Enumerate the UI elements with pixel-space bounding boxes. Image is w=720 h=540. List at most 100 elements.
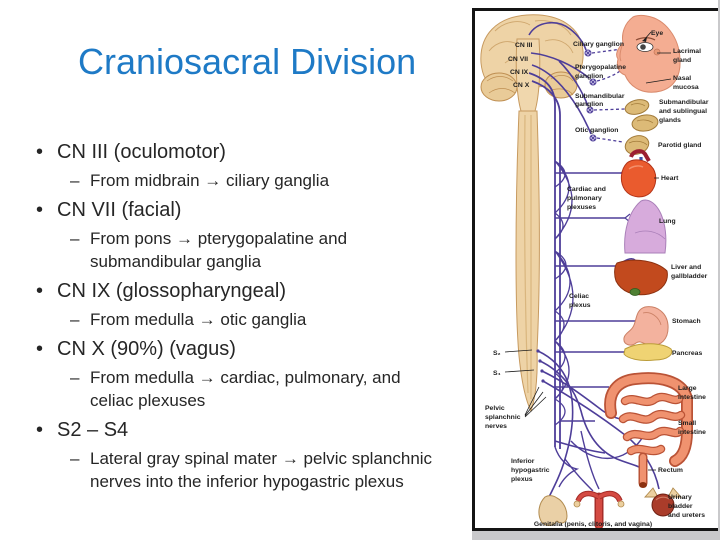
label-pelvic-nerves-2: splanchnic — [485, 414, 521, 421]
dash-icon: – — [70, 310, 80, 329]
submandibular-glands-illustration — [624, 99, 659, 132]
label-nasal-1: Nasal — [673, 75, 691, 82]
label-hypogastric-2: hypogastric — [511, 467, 550, 474]
gallbladder-illustration — [629, 288, 641, 296]
parasympathetic-diagram: CN III CN VII CN IX CN X Ciliary ganglio… — [480, 14, 709, 528]
intestines-illustration — [604, 372, 693, 467]
label-small-intestine-1: Small — [678, 420, 696, 427]
heart-illustration — [620, 149, 657, 198]
figure-bottom-edge — [472, 531, 720, 540]
bullet-icon: • — [36, 199, 44, 221]
bullet-label: S2 – S4 — [57, 419, 129, 441]
label-lacrimal-2: gland — [673, 57, 691, 64]
bullet-label: CN X (90%) (vagus) — [57, 338, 236, 360]
dash-icon: – — [70, 171, 80, 190]
face-illustration — [616, 14, 681, 93]
label-cn9: CN IX — [510, 69, 529, 76]
label-urinary-2: bladder — [668, 503, 693, 510]
label-pterygopalatine-2: ganglion — [575, 73, 603, 80]
page-title: Craniosacral Division — [78, 41, 417, 82]
bladder-illustration — [643, 487, 683, 517]
label-urinary-1: Urinary — [668, 494, 692, 501]
label-cardiac-plexus-3: plexuses — [567, 204, 596, 211]
label-lacrimal-1: Lacrimal — [673, 48, 701, 55]
pancreas-illustration — [623, 343, 673, 361]
label-cn10: CN X — [513, 82, 530, 89]
label-cardiac-plexus-1: Cardiac and — [567, 186, 606, 193]
sub-bullet-text: From pons → pterygopalatine and submandi… — [90, 229, 348, 271]
bullet-list: • CN III (oculomotor) – From midbrain → … — [36, 134, 478, 496]
label-rectum: Rectum — [658, 467, 683, 474]
label-pelvic-nerves-3: nerves — [485, 423, 507, 430]
pointer-lines — [504, 31, 672, 471]
label-stomach: Stomach — [672, 318, 701, 325]
bullet-item: • CN VII (facial) — [36, 196, 478, 224]
label-heart: Heart — [661, 175, 679, 182]
label-liver-1: Liver and — [671, 264, 701, 271]
sub-bullet-text: Lateral gray spinal mater → pelvic splan… — [90, 449, 433, 491]
spinal-cord-illustration — [515, 110, 540, 413]
sub-bullet-item: – From medulla → cardiac, pulmonary, and… — [70, 366, 478, 412]
bullet-item: • CN III (oculomotor) — [36, 138, 478, 166]
brain-illustration — [480, 14, 584, 112]
label-hypogastric-1: Inferior — [511, 458, 535, 465]
bullet-icon: • — [36, 338, 44, 360]
label-parotid: Parotid gland — [658, 142, 701, 149]
label-liver-2: gallbladder — [671, 273, 708, 280]
bullet-icon: • — [36, 280, 44, 302]
submandibular-ganglion-icon — [586, 106, 594, 114]
dash-icon: – — [70, 229, 80, 248]
bullet-label: CN III (oculomotor) — [57, 141, 226, 163]
rectum-illustration — [638, 452, 648, 488]
label-celiac-1: Celiac — [569, 293, 589, 300]
dash-icon: – — [70, 368, 80, 387]
label-lung: Lung — [659, 218, 676, 225]
label-celiac-2: plexus — [569, 302, 591, 309]
label-ciliary-ganglion: Ciliary ganglion — [573, 41, 624, 48]
sub-bullet-text: From medulla → otic ganglia — [90, 310, 307, 329]
sub-bullet-item: – Lateral gray spinal mater → pelvic spl… — [70, 447, 478, 493]
bullet-label: CN VII (facial) — [57, 199, 182, 221]
bullet-icon: • — [36, 419, 44, 441]
label-pancreas: Pancreas — [672, 350, 702, 357]
label-hypogastric-3: plexus — [511, 476, 533, 483]
label-cardiac-plexus-2: pulmonary — [567, 195, 602, 202]
label-pterygopalatine-1: Pterygopalatine — [575, 64, 626, 71]
slide-right-edge — [718, 0, 720, 540]
liver-illustration — [614, 259, 668, 296]
label-nasal-2: mucosa — [673, 84, 699, 91]
lacrimal-gland-illustration — [653, 48, 661, 56]
label-sublingual-3: glands — [659, 117, 681, 124]
label-sublingual-1: Submandibular — [659, 99, 709, 106]
label-cn7: CN VII — [508, 56, 528, 63]
label-genitalia: Genitalia (penis, clitoris, and vagina) — [534, 521, 652, 528]
label-otic-ganglion: Otic ganglion — [575, 127, 618, 134]
label-s2: S₂ — [493, 350, 501, 357]
sub-bullet-item: – From midbrain → ciliary ganglia — [70, 169, 478, 192]
ciliary-ganglion-icon — [584, 49, 592, 57]
figure-labels: CN III CN VII CN IX CN X Ciliary ganglio… — [485, 30, 709, 528]
parotid-gland-illustration — [624, 135, 650, 155]
ganglion-symbols — [584, 49, 597, 142]
anatomy-figure: CN III CN VII CN IX CN X Ciliary ganglio… — [472, 8, 720, 531]
sub-bullet-item: – From medulla → otic ganglia — [70, 308, 478, 331]
label-eye: Eye — [651, 30, 663, 37]
label-sublingual-2: and sublingual — [659, 108, 707, 115]
pterygopalatine-ganglion-icon — [589, 78, 597, 86]
bullet-item: • CN IX (glossopharyngeal) — [36, 277, 478, 305]
label-cn3: CN III — [515, 42, 532, 49]
sub-bullet-item: – From pons → pterygopalatine and subman… — [70, 227, 478, 273]
bullet-item: • CN X (90%) (vagus) — [36, 335, 478, 363]
lung-illustration — [624, 199, 667, 254]
bullet-item: • S2 – S4 — [36, 416, 478, 444]
dash-icon: – — [70, 449, 80, 468]
label-pelvic-nerves-1: Pelvic — [485, 405, 505, 412]
label-large-intestine-1: Large — [678, 385, 697, 392]
otic-ganglion-icon — [589, 134, 597, 142]
label-small-intestine-2: intestine — [678, 429, 706, 436]
genitalia-illustration — [538, 490, 625, 528]
sub-bullet-text: From midbrain → ciliary ganglia — [90, 171, 330, 190]
label-large-intestine-2: intestine — [678, 394, 706, 401]
bullet-icon: • — [36, 141, 44, 163]
